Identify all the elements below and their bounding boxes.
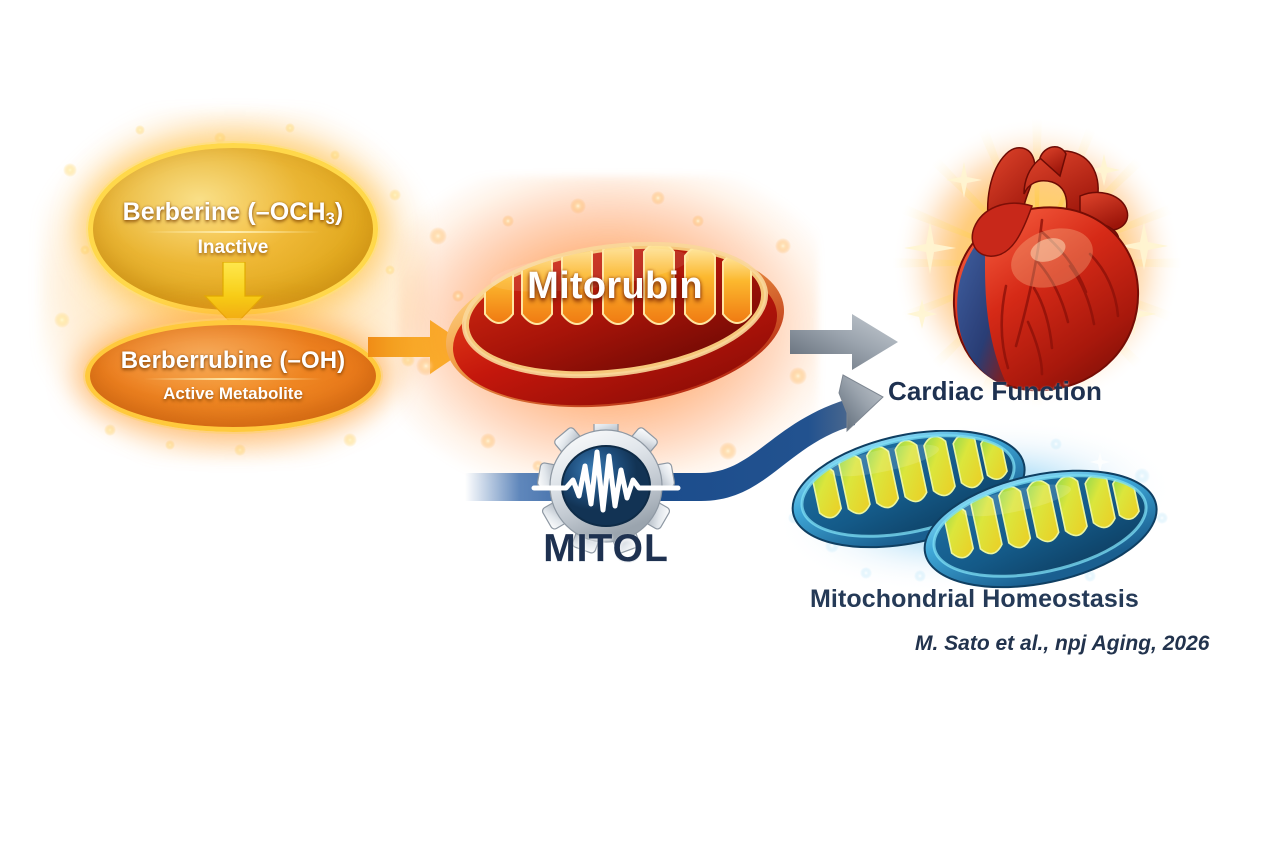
mitol-label: MITOL bbox=[543, 527, 669, 570]
berberrubine-divider bbox=[144, 378, 322, 381]
berberine-subtitle: Inactive bbox=[197, 236, 269, 258]
berberine-divider bbox=[146, 230, 320, 233]
pathway-sparkles bbox=[54, 123, 415, 456]
mitorubin-label: Mitorubin bbox=[527, 265, 703, 307]
citation-text: M. Sato et al., npj Aging, 2026 bbox=[915, 632, 1210, 655]
berberrubine-node[interactable]: Berberrubine (–OH) Active Metabolite bbox=[85, 320, 381, 432]
cardiac-function-label: Cardiac Function bbox=[888, 376, 1102, 406]
mitochondrial-homeostasis-label: Mitochondrial Homeostasis bbox=[810, 585, 1139, 613]
berberrubine-title: Berberrubine (–OH) bbox=[120, 346, 346, 374]
mitochondria-pair-icon bbox=[791, 430, 1158, 589]
gear-ecg-icon[interactable] bbox=[508, 424, 704, 554]
berberrubine-subtitle: Active Metabolite bbox=[163, 384, 303, 404]
right-arrow-icon-gray bbox=[790, 314, 898, 370]
mitochondrion-icon bbox=[445, 239, 785, 408]
down-arrow-icon bbox=[203, 262, 265, 327]
heart-icon bbox=[952, 146, 1140, 392]
berberine-title: Berberine (–OCH3) bbox=[122, 198, 344, 229]
